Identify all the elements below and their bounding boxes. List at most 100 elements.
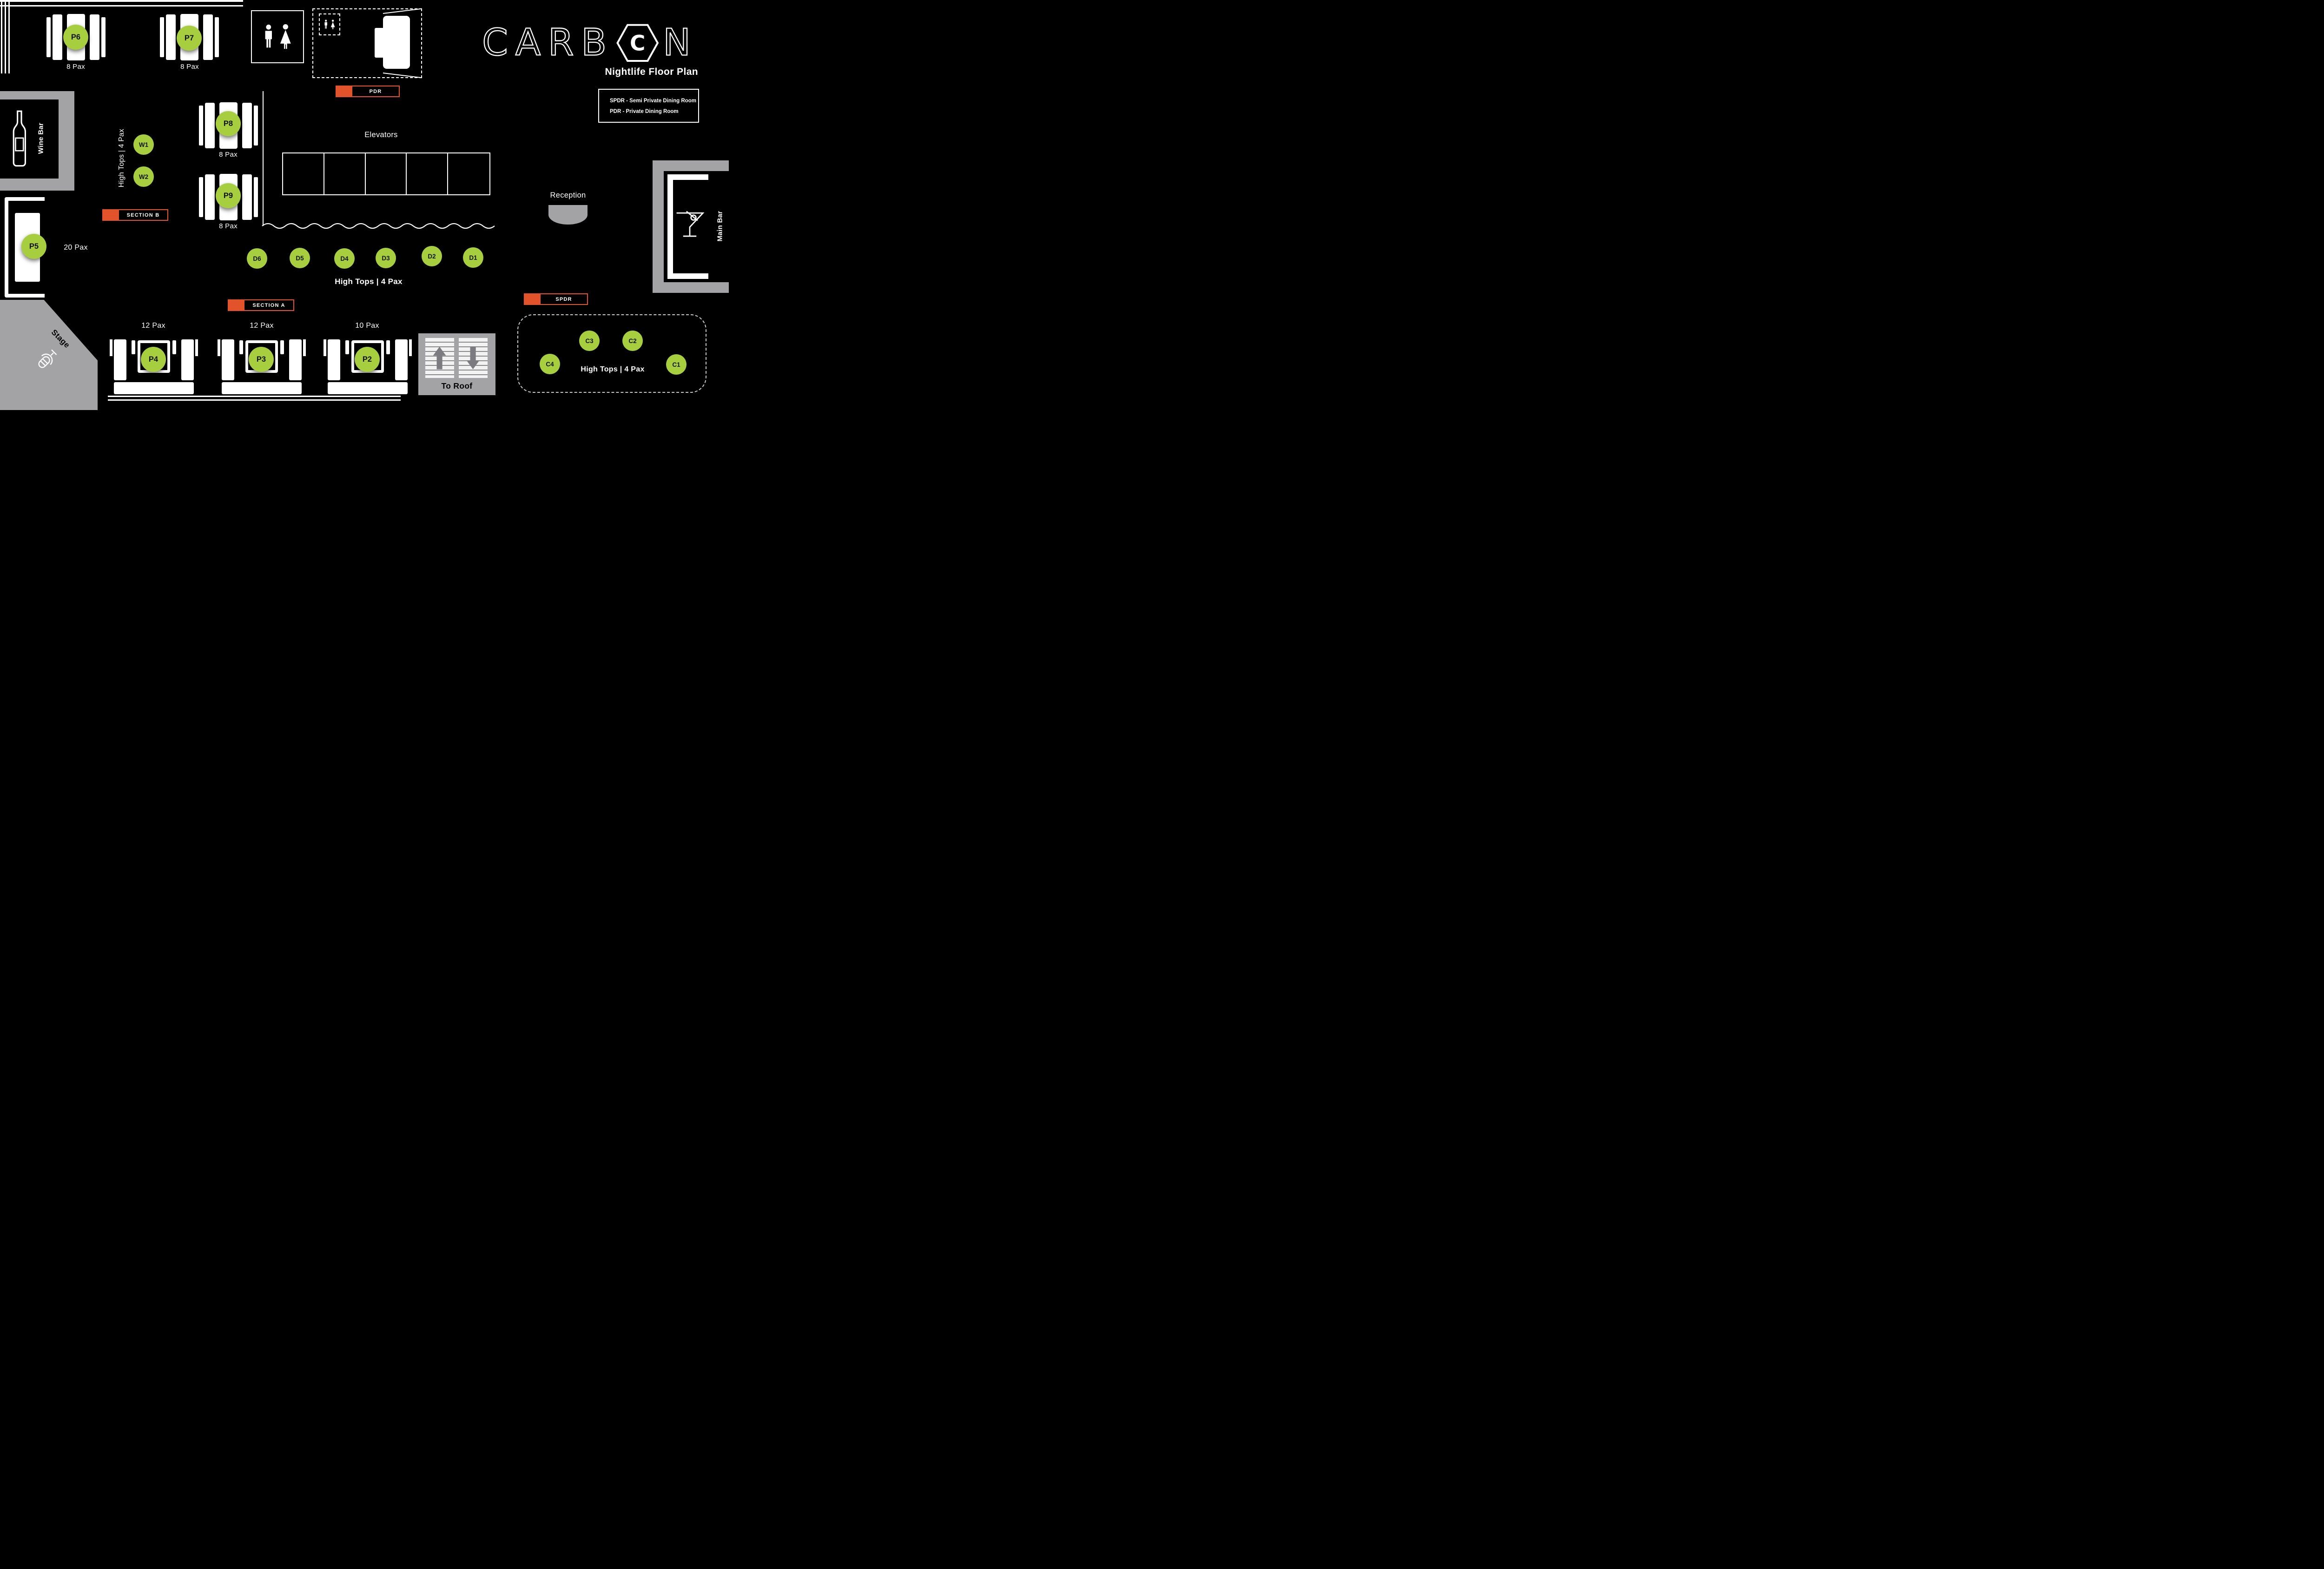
- logo-letter-n: N: [663, 22, 693, 64]
- table-p6-capacity: 8 Pax: [66, 63, 85, 71]
- seat-d6[interactable]: D6: [247, 248, 267, 269]
- floor-plan: PDR CARB C N Nightlife Floor Plan SPDR -…: [0, 0, 729, 410]
- bench: [242, 103, 252, 148]
- escalator-lane: [459, 338, 488, 378]
- table-p3-marker[interactable]: P3: [249, 347, 274, 372]
- seat-d3[interactable]: D3: [376, 248, 396, 268]
- seat-w2[interactable]: W2: [133, 166, 154, 187]
- escalator-lane: [425, 338, 454, 378]
- table-p6-marker[interactable]: P6: [63, 25, 88, 50]
- reception-desk: [548, 205, 588, 225]
- armrest: [160, 17, 164, 57]
- bench: [203, 14, 213, 60]
- armrest: [215, 17, 219, 57]
- escalator-up-icon: [433, 346, 446, 370]
- seat-d5[interactable]: D5: [290, 248, 310, 268]
- table-p4-marker[interactable]: P4: [141, 347, 166, 372]
- hightops-w-caption: High Tops | 4 Pax: [118, 128, 125, 188]
- elevator-cell: [324, 153, 366, 194]
- restrooms-room: [251, 10, 304, 63]
- logo-hex-letter: C: [630, 31, 645, 55]
- pdr-restroom: [319, 13, 340, 35]
- spdr-tag: SPDR: [524, 293, 588, 305]
- wine-bottle-icon: [13, 110, 26, 167]
- main-bar-counter: [667, 174, 673, 279]
- restroom-female-icon: [330, 19, 335, 29]
- table-p8-capacity: 8 Pax: [219, 151, 238, 159]
- seat-d4[interactable]: D4: [334, 248, 355, 269]
- seat-c2[interactable]: C2: [622, 331, 643, 351]
- legend-pdr: PDR - Private Dining Room: [610, 109, 679, 114]
- table-p5-marker[interactable]: P5: [21, 234, 46, 259]
- armrest: [303, 339, 306, 356]
- bench: [328, 382, 408, 394]
- seat-c3[interactable]: C3: [579, 331, 600, 351]
- armrest: [110, 339, 112, 356]
- hightops-d-caption: High Tops | 4 Pax: [335, 277, 403, 286]
- bench: [114, 382, 194, 394]
- tag-accent: [525, 294, 541, 304]
- table-p9-marker[interactable]: P9: [216, 183, 241, 208]
- seat-d1[interactable]: D1: [463, 247, 483, 268]
- table-p2-marker[interactable]: P2: [355, 347, 380, 372]
- logo-letters-carb: CARB: [482, 22, 614, 64]
- pdr-room: [312, 8, 422, 79]
- bench: [205, 103, 215, 148]
- plan-subtitle: Nightlife Floor Plan: [605, 66, 698, 77]
- chair: [280, 340, 284, 354]
- armrest: [101, 17, 106, 57]
- armrest: [254, 106, 258, 146]
- bench: [328, 339, 340, 380]
- to-roof-label: To Roof: [441, 381, 473, 391]
- tag-accent: [229, 300, 244, 310]
- section-a-tag-label: SECTION A: [252, 302, 285, 308]
- elevators-label: Elevators: [364, 131, 398, 139]
- chair: [386, 340, 390, 354]
- pdr-tag-label: PDR: [369, 88, 382, 94]
- table-p5: [5, 197, 45, 298]
- wine-bar-label: Wine Bar: [37, 122, 45, 154]
- microphone-icon: [38, 349, 57, 368]
- wine-bar-counter: [0, 99, 59, 179]
- armrest: [254, 177, 258, 217]
- armrest: [409, 339, 412, 356]
- pdr-sofa-back: [375, 28, 384, 58]
- hightops-c-caption: High Tops | 4 Pax: [581, 365, 645, 373]
- section-b-tag-label: SECTION B: [126, 212, 160, 218]
- logo-hexagon-icon: [616, 24, 659, 62]
- table-p4-capacity: 12 Pax: [141, 322, 165, 330]
- table-p8-marker[interactable]: P8: [216, 111, 241, 136]
- armrest: [46, 17, 51, 57]
- bench: [90, 14, 99, 60]
- seat-c4[interactable]: C4: [540, 354, 560, 374]
- pdr-wall-line: [383, 8, 422, 14]
- legend-box: SPDR - Semi Private Dining Room PDR - Pr…: [598, 89, 699, 123]
- bench: [205, 174, 215, 220]
- restroom-male-icon: [265, 24, 272, 48]
- table-p7-marker[interactable]: P7: [177, 26, 202, 51]
- table-p3-capacity: 12 Pax: [250, 322, 274, 330]
- main-bar-counter: [667, 273, 708, 279]
- section-b-tag: SECTION B: [102, 209, 168, 221]
- bench: [242, 174, 252, 220]
- table-p2-capacity: 10 Pax: [355, 322, 379, 330]
- armrest: [195, 339, 198, 356]
- wall-divider: [263, 91, 264, 226]
- reception-label: Reception: [550, 191, 586, 199]
- spdr-room: [517, 314, 706, 393]
- bench: [53, 14, 62, 60]
- elevator-cell: [407, 153, 449, 194]
- bench: [114, 339, 126, 380]
- seat-d2[interactable]: D2: [422, 246, 442, 266]
- elevator-cell: [283, 153, 324, 194]
- main-bar-counter: [667, 174, 708, 180]
- main-bar-floor: [664, 171, 729, 282]
- table-p7-capacity: 8 Pax: [180, 63, 199, 71]
- escalator-down-icon: [467, 346, 480, 370]
- elevator-cell: [366, 153, 407, 194]
- section-a-tag: SECTION A: [228, 299, 294, 311]
- seat-c1[interactable]: C1: [666, 354, 687, 375]
- seat-w1[interactable]: W1: [133, 134, 154, 155]
- carbon-logo: CARB C N: [482, 22, 693, 64]
- wavy-divider: [262, 223, 495, 229]
